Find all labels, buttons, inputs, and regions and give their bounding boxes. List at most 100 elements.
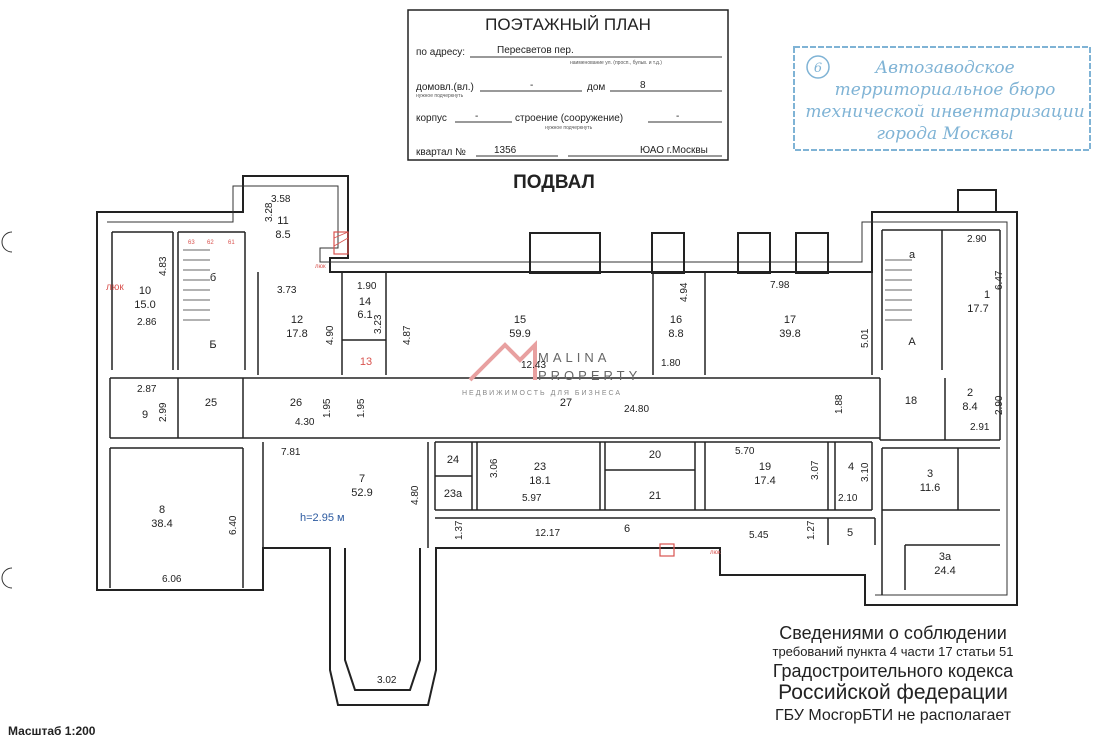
room-10-id: 10 <box>139 285 151 297</box>
room-18-id: 18 <box>905 395 917 407</box>
room-2-id: 2 <box>967 387 973 399</box>
dim: 6.47 <box>994 270 1005 290</box>
dim: 4.90 <box>325 325 336 345</box>
dim: 3.73 <box>277 285 297 296</box>
room-21-id: 21 <box>649 490 661 502</box>
dim: 2.86 <box>137 317 157 328</box>
room-1-id: 1 <box>984 289 990 301</box>
height-note: h=2.95 м <box>300 512 345 524</box>
room-a-id: а <box>909 249 916 261</box>
room-3a-area: 24.4 <box>934 565 955 577</box>
dim: 1.88 <box>834 394 845 414</box>
room-16-id: 16 <box>670 314 682 326</box>
room-27-id: 27 <box>560 397 572 409</box>
room-3-id: 3 <box>927 468 933 480</box>
dim: 7.98 <box>770 280 790 291</box>
dim: 3.28 <box>264 202 275 222</box>
room-14-id: 14 <box>359 296 371 308</box>
room-4-id: 4 <box>848 461 854 473</box>
room-17-id: 17 <box>784 314 796 326</box>
dim: 4.80 <box>410 485 421 505</box>
dim: 1.37 <box>454 520 465 540</box>
dim: 2.91 <box>970 422 990 433</box>
floor-title: ПОДВАЛ <box>513 172 595 193</box>
marker-63: 63 <box>188 240 195 246</box>
hatch-label-1: люк <box>315 264 326 270</box>
stamp-line-1: Автозаводское <box>874 58 1014 78</box>
room-1-area: 17.7 <box>967 303 988 315</box>
watermark-tagline: НЕДВИЖИМОСТЬ ДЛЯ БИЗНЕСА <box>462 390 622 397</box>
marker-61: 61 <box>228 240 235 246</box>
kvartal-label: квартал № <box>416 147 466 158</box>
dom-value: 8 <box>640 80 646 91</box>
dim: 6.40 <box>228 515 239 535</box>
watermark-brand: MALINA <box>538 350 610 365</box>
outer-walls <box>96 175 1018 706</box>
watermark-brand2: PROPERTY <box>538 368 641 383</box>
stamp-line-2: территориальное бюро <box>835 80 1056 100</box>
dim: 5.45 <box>749 530 769 541</box>
dim: 2.99 <box>158 402 169 422</box>
dim: 3.58 <box>271 194 291 205</box>
room-11-id: 11 <box>277 215 288 227</box>
address-label: по адресу: <box>416 47 465 58</box>
watermark: MALINA PROPERTY НЕДВИЖИМОСТЬ ДЛЯ БИЗНЕСА <box>462 340 641 397</box>
dim: 1.95 <box>356 398 367 418</box>
room-B-id: Б <box>209 339 216 351</box>
room-8-area: 38.4 <box>151 518 172 530</box>
dim: 5.70 <box>735 446 755 457</box>
room-A-id: А <box>908 336 916 348</box>
statement-line-2: требований пункта 4 части 17 статьи 51 <box>772 644 1013 659</box>
dim: 12.17 <box>535 528 560 539</box>
korpus-label: корпус <box>416 113 447 124</box>
hatch-label-3: люк <box>106 282 124 293</box>
room-15-area: 59.9 <box>509 328 530 340</box>
domovl-hint: нужное подчеркнуть <box>416 93 464 99</box>
dim: 24.80 <box>624 404 649 415</box>
title-heading: ПОЭТАЖНЫЙ ПЛАН <box>485 15 651 34</box>
dim: 4.30 <box>295 417 315 428</box>
domovl-value: - <box>530 80 533 91</box>
room-16-area: 8.8 <box>668 328 683 340</box>
stamp-line-3: технической инвентаризации <box>805 102 1084 122</box>
room-12-area: 17.8 <box>286 328 307 340</box>
room-7-id: 7 <box>359 473 365 485</box>
dim: 4.94 <box>679 282 690 302</box>
domovl-label: домовл.(вл.) <box>416 82 474 93</box>
dim: 3.07 <box>810 460 821 480</box>
room-11-area: 8.5 <box>275 229 290 241</box>
dim: 3.10 <box>860 462 871 482</box>
room-2-area: 8.4 <box>962 401 977 413</box>
dim: 1.95 <box>322 398 333 418</box>
hatch-label-2: люк <box>710 550 721 556</box>
room-9-id: 9 <box>142 409 148 421</box>
bti-stamp: 6 Автозаводское территориальное бюро тех… <box>793 46 1091 151</box>
stamp-line-4: города Москвы <box>876 124 1013 144</box>
dim: 5.97 <box>522 493 542 504</box>
district-value: ЮАО г.Москвы <box>640 145 708 156</box>
dim: 3.02 <box>377 675 397 686</box>
room-7-area: 52.9 <box>351 487 372 499</box>
stroenie-hint: нужное подчеркнуть <box>545 125 593 131</box>
dim: 2.90 <box>967 234 987 245</box>
dim: 2.90 <box>994 395 1005 415</box>
statement-line-4: Российской федерации <box>778 681 1008 704</box>
room-14-area: 6.1 <box>357 309 372 321</box>
dim: 2.87 <box>137 384 157 395</box>
dimension-labels: 3.58 3.28 3.73 4.90 1.90 3.23 4.87 4.83 … <box>137 194 1005 686</box>
dim: 6.06 <box>162 574 182 585</box>
room-3-area: 11.6 <box>920 482 941 494</box>
stroenie-value: - <box>676 111 679 122</box>
korpus-value: - <box>475 111 478 122</box>
service-markers: 63 62 61 люк люк люк <box>106 231 721 557</box>
binder-hole-top <box>1 231 13 253</box>
dim: 3.23 <box>373 314 384 334</box>
room-labels: 1 17.7 2 8.4 3 11.6 3а 24.4 4 5 6 7 52.9… <box>134 215 990 577</box>
room-23a-id: 23а <box>444 488 463 500</box>
room-3a-id: 3а <box>939 551 952 563</box>
room-6-id: 6 <box>624 523 630 535</box>
dim: 1.27 <box>806 520 817 540</box>
stamp-number: 6 <box>814 61 822 76</box>
dim: 5.01 <box>860 328 871 348</box>
